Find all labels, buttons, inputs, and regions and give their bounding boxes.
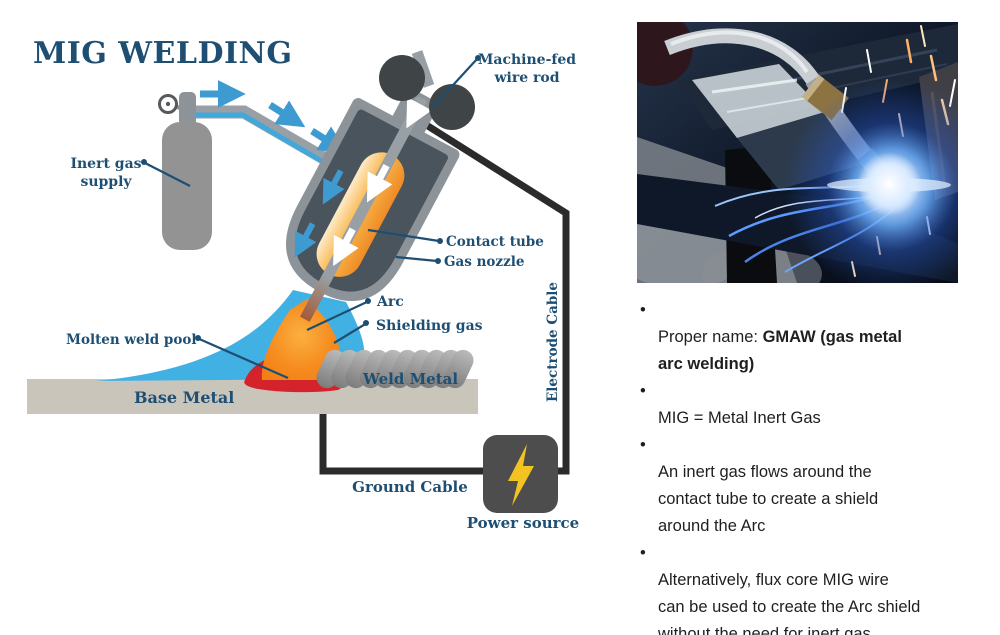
electrode-cable [418, 118, 570, 475]
label-electrode-cable: Electrode Cable [545, 282, 561, 402]
gas-in-nozzle-arrows [294, 169, 345, 258]
label-weld-metal: Weld Metal [362, 370, 458, 388]
label-molten-weld-pool: Molten weld pool [66, 332, 196, 348]
mig-welding-diagram: MIG WELDING [27, 36, 579, 532]
leader-dots [141, 55, 481, 341]
ground-cable [319, 396, 485, 475]
label-arc: Arc [376, 294, 404, 310]
bullet-marker: • [640, 301, 646, 319]
lightning-bolt-icon [508, 444, 534, 506]
pressure-gauge-icon [158, 94, 178, 114]
label-contact-tube: Contact tube [446, 234, 544, 250]
welding-photo [637, 22, 958, 283]
power-source-box [483, 435, 558, 513]
label-shielding-gas: Shielding gas [376, 318, 483, 334]
welding-torch [285, 87, 460, 322]
bullet-marker: • [640, 544, 646, 562]
bullet-marker: • [640, 436, 646, 454]
note-proper-name: •Proper name: GMAW (gas metal arc weldin… [637, 297, 957, 378]
note-flux-core: •Alternatively, flux core MIG wire can b… [637, 540, 957, 635]
label-inert-gas-line2: supply [80, 174, 132, 190]
label-machine-fed-line1: Machine-fed [478, 52, 576, 68]
label-inert-gas-line1: Inert gas [70, 156, 141, 172]
photo-arc-glow [784, 79, 958, 283]
notes-list: •Proper name: GMAW (gas metal arc weldin… [637, 297, 957, 635]
diagram-title: MIG WELDING [33, 36, 293, 71]
note-inert-gas: •An inert gas flows around the contact t… [637, 432, 957, 540]
note-mig-meaning: •MIG = Metal Inert Gas [637, 378, 957, 432]
bullet-marker: • [640, 382, 646, 400]
label-gas-nozzle: Gas nozzle [444, 254, 524, 270]
label-power-source: Power source [467, 514, 579, 532]
label-ground-cable: Ground Cable [352, 478, 468, 496]
wire-feed-arrows [333, 97, 432, 267]
label-base-metal: Base Metal [134, 388, 234, 407]
weld-bead [316, 349, 474, 389]
leader-lines [144, 58, 478, 380]
label-machine-fed-line2: wire rod [493, 70, 559, 86]
gas-cylinder [158, 92, 212, 250]
gas-hose [192, 105, 338, 170]
feed-rollers [379, 55, 475, 130]
photo-bracket [692, 64, 825, 138]
arc-flame-shape [261, 299, 341, 380]
